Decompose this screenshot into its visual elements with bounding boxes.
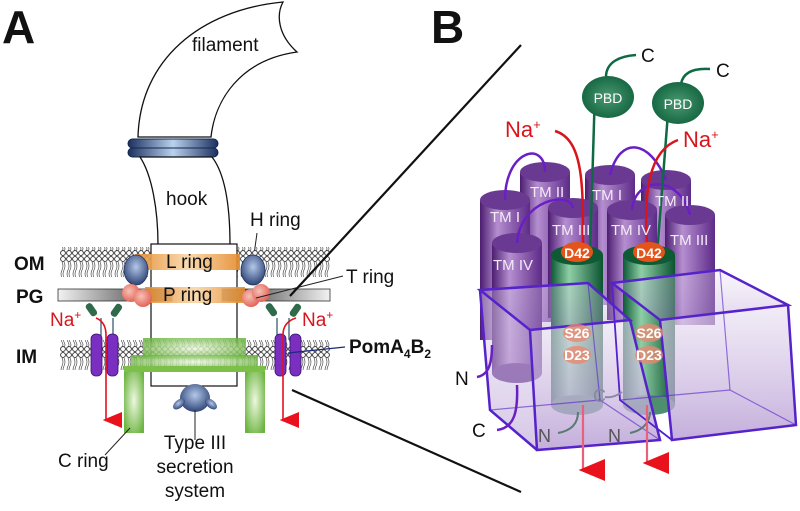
type-iii-label-line1: Type III bbox=[164, 433, 226, 454]
d23-right: D23 bbox=[636, 347, 662, 363]
poma-stator-left bbox=[90, 333, 103, 377]
pbd-right bbox=[652, 82, 704, 124]
h-ring-right bbox=[240, 254, 266, 286]
pomb-anchor bbox=[85, 303, 98, 317]
d42-left: D42 bbox=[564, 245, 590, 261]
membrane-box-left bbox=[476, 281, 662, 452]
ms-ring bbox=[143, 338, 246, 359]
sodium-path-left bbox=[554, 129, 585, 256]
pbd-left bbox=[582, 76, 634, 118]
t-ring-label: T ring bbox=[346, 267, 394, 288]
s26-left: S26 bbox=[565, 325, 590, 341]
type-iii-secretion-system bbox=[180, 384, 210, 412]
type-iii-label-line3: system bbox=[165, 481, 225, 502]
filament bbox=[137, 1, 299, 138]
im-label: IM bbox=[16, 347, 37, 368]
pomb-anchor bbox=[289, 303, 302, 317]
c-ring-right bbox=[245, 368, 265, 433]
na-label-b-left: Na+ bbox=[505, 117, 541, 142]
c-ring-label: C ring bbox=[58, 451, 109, 472]
poma-stator-right bbox=[289, 333, 302, 377]
tm-ii-right: TM II bbox=[655, 193, 689, 210]
tm-ii-left: TM II bbox=[530, 184, 564, 201]
sodium-path-right bbox=[644, 138, 679, 256]
membrane-box-right bbox=[608, 268, 798, 442]
na-label-left: Na+ bbox=[50, 308, 81, 331]
p-ring-label: P ring bbox=[163, 285, 212, 306]
pomb-anchor bbox=[110, 303, 123, 317]
c-terminus-mid: C bbox=[593, 386, 606, 406]
tm-iv-right: TM IV bbox=[611, 222, 651, 239]
h-ring-left bbox=[123, 254, 149, 286]
filament-label: filament bbox=[192, 35, 259, 56]
h-ring-label: H ring bbox=[250, 210, 301, 231]
hook-junction-ring bbox=[127, 138, 219, 149]
om-label: OM bbox=[14, 254, 45, 275]
pomb-anchor bbox=[265, 303, 278, 317]
c-terminus-left: C bbox=[641, 46, 655, 67]
poma-stator-right bbox=[274, 333, 287, 377]
pbd-left-label: PBD bbox=[594, 90, 623, 106]
c-terminus-bottom-left: C bbox=[472, 421, 486, 442]
pg-label: PG bbox=[16, 287, 43, 308]
s26-right: S26 bbox=[637, 325, 662, 341]
p-ring bbox=[145, 287, 245, 303]
type-iii-label-line2: secretion bbox=[156, 457, 233, 478]
ms-ring bbox=[131, 355, 258, 369]
c-terminus-right: C bbox=[716, 61, 730, 82]
n-terminus-pomb-left: N bbox=[538, 426, 551, 446]
tm-iii-left: TM III bbox=[552, 222, 590, 239]
t-ring-left bbox=[134, 289, 152, 307]
n-terminus-left: N bbox=[455, 369, 469, 390]
hook-junction-ring bbox=[127, 147, 219, 158]
poma-stator-left bbox=[106, 333, 119, 377]
panel-b-letter: B bbox=[431, 1, 464, 53]
c-ring-left bbox=[124, 368, 144, 433]
t-ring-right bbox=[252, 284, 270, 302]
na-label-b-right: Na+ bbox=[683, 127, 719, 152]
d23-left: D23 bbox=[564, 347, 590, 363]
l-ring-label: L ring bbox=[166, 252, 213, 273]
sodium-flow-arrow-left bbox=[95, 317, 122, 428]
panel-a-letter: A bbox=[2, 1, 35, 53]
zoom-line-bottom bbox=[291, 388, 522, 494]
tm-i-right: TM I bbox=[592, 187, 622, 204]
d42-right: D42 bbox=[636, 245, 662, 261]
poma4b2-label: PomA4B2 bbox=[349, 337, 431, 361]
l-ring bbox=[135, 254, 240, 270]
pbd-right-label: PBD bbox=[664, 96, 693, 112]
tm-iv-left: TM IV bbox=[493, 257, 533, 274]
zoom-line-top bbox=[289, 44, 522, 297]
tm-i-left: TM I bbox=[490, 209, 520, 226]
na-label-right: Na+ bbox=[302, 308, 333, 331]
n-terminus-pomb-right: N bbox=[608, 426, 621, 446]
hook-label: hook bbox=[166, 189, 208, 210]
tm-iii-right: TM III bbox=[670, 232, 708, 249]
sodium-flow-arrow-right bbox=[279, 317, 299, 428]
